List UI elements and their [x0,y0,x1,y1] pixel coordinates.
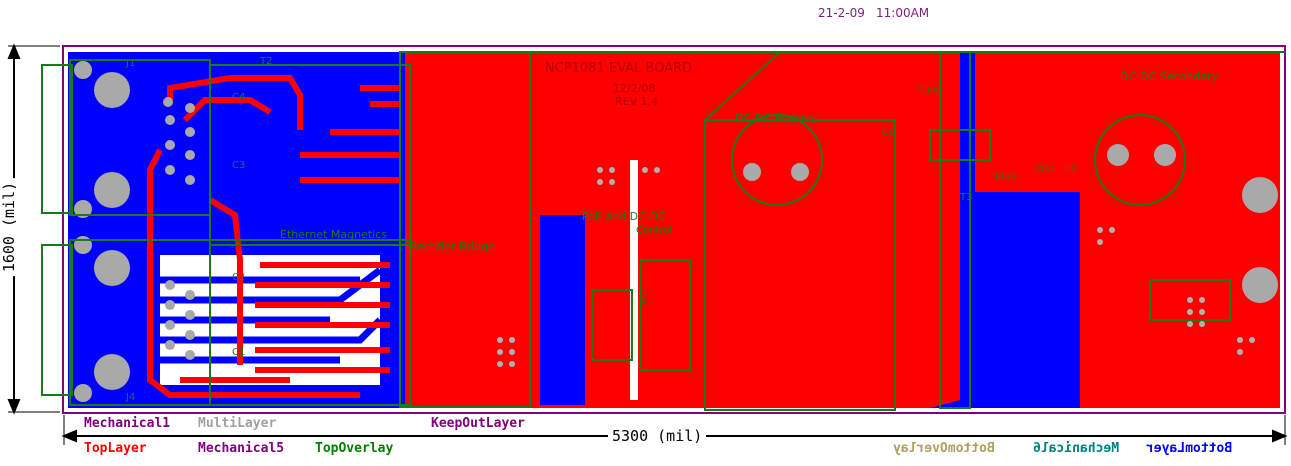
legend-keepoutlayer[interactable]: KeepOutLayer [431,416,525,431]
top-copper-output [1080,190,1280,408]
dimension-height-label: 1600 (mil) [0,177,19,277]
board-outline [62,45,1286,414]
label-poe: PoE and DC-DC [582,210,666,223]
label-dcdc-secondary: DC-DC Secondary [1120,70,1219,83]
isolation-gap [630,160,638,400]
dimension-width-label: 5300 (mil) [608,427,707,445]
legend-bottomoverlay[interactable]: BottomOverlay [893,441,995,456]
refdes-css: Css [637,290,647,306]
legend-bottomoverlay-text: BottomOverlay [893,441,995,456]
top-copper-transformer [860,52,960,408]
legend-toplayer[interactable]: TopLayer [84,441,147,456]
legend-mechanical5[interactable]: Mechanical5 [198,441,285,456]
legend-multilayer[interactable]: MultiLayer [198,416,277,431]
legend-mechanical6-text: Mechanical6 [1033,441,1120,456]
label-control: Control [636,225,672,236]
board-rev: REV 1.4 [615,95,658,108]
label-ethernet-magnetics: Ethernet Magnetics [280,228,387,241]
refdes-j1: J1 [125,58,135,69]
legend-mechanical1[interactable]: Mechanical1 [84,416,171,431]
refdes-c4: C4 [232,92,245,103]
refdes-c2: C2 [232,272,245,283]
legend-topoverlay[interactable]: TopOverlay [315,441,394,456]
refdes-c3: C3 [232,160,245,171]
refdes-u3: U3 [1064,165,1076,175]
label-dcdc-primary: DC-DC Primary [735,112,818,125]
refdes-t3: T3 [959,192,972,203]
refdes-cfb1: Cfb1 [1035,165,1056,175]
header-date: 21-2-09 [818,6,865,20]
refdes-cgnd: Cgnd [918,85,941,95]
top-copper-secondary [975,52,1280,192]
label-rectifier-bridge: Rectifier Bridge [410,240,495,253]
legend-bottomlayer-text: BottomLayer [1146,441,1233,456]
refdes-j4: J4 [125,392,135,403]
refdes-rfb3: Rfb3 [995,173,1016,183]
refdes-cs: Cs [882,128,893,138]
legend-mechanical6[interactable]: Mechanical6 [1033,441,1119,456]
refdes-t2: T2 [259,56,272,67]
header-time: 11:00AM [876,6,930,20]
refdes-c1: C1 [232,347,245,358]
isolation-bottom [975,192,1080,408]
board-date: 12/2/08 [613,82,655,95]
legend-bottomlayer[interactable]: BottomLayer [1146,441,1232,456]
board-title: NCP1081 EVAL BOARD [545,61,692,76]
